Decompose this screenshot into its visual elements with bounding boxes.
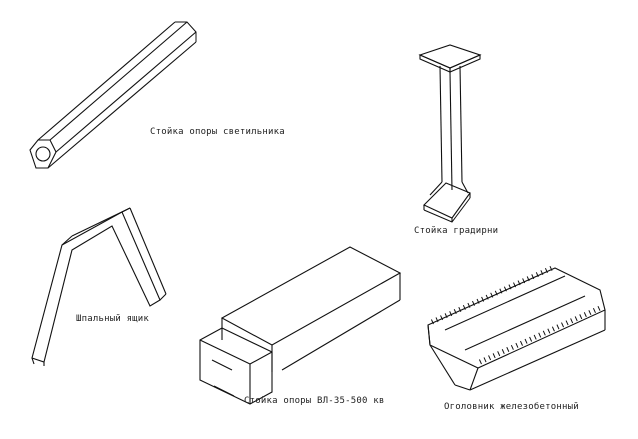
label-arch-element: Шпальный ящик [76,314,150,324]
label-cooling-tower-post: Стойка градирни [414,226,499,236]
cooling-tower-post-drawing [418,44,482,223]
power-line-post-drawing [199,246,402,405]
headpiece-drawing [427,265,606,391]
lamp-post-drawing [29,21,197,169]
arch-element-drawing [31,207,167,366]
label-headpiece: Оголовник железобетонный [444,402,579,412]
label-lamp-post: Стойка опоры светильника [150,127,285,137]
label-power-line-post: Стойка опоры ВЛ-35-500 кв [244,396,385,406]
